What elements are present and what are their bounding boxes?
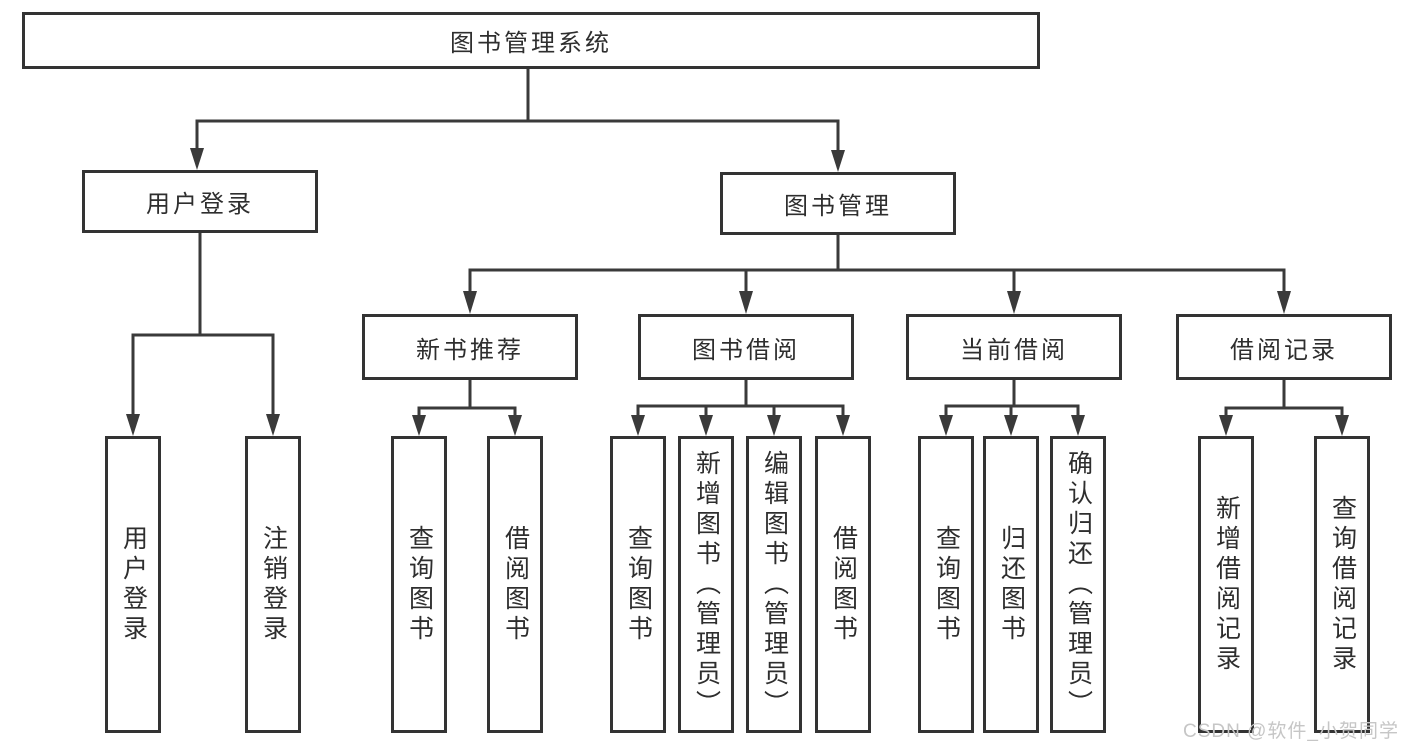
leaf-logout: 注销登录 <box>245 436 301 733</box>
node-book-management: 图书管理 <box>720 172 956 235</box>
leaf-query-books-recommend-label: 查询图书 <box>405 524 434 645</box>
connector-current-borrow-to-leaves <box>939 378 1085 436</box>
connector-book-management-to-level3 <box>463 233 1291 314</box>
leaf-user-login: 用户登录 <box>105 436 161 733</box>
node-book-management-label: 图书管理 <box>784 193 892 220</box>
leaf-borrow-books-recommend-label: 借阅图书 <box>501 524 530 645</box>
leaf-query-books-current: 查询图书 <box>918 436 974 733</box>
leaf-query-books-recommend: 查询图书 <box>391 436 447 733</box>
connector-new-book-recommend-to-leaves <box>412 378 522 436</box>
leaf-query-borrow-record: 查询借阅记录 <box>1314 436 1370 733</box>
leaf-return-books: 归还图书 <box>983 436 1039 733</box>
node-user-login-label: 用户登录 <box>146 191 254 218</box>
leaf-confirm-return-admin: 确认归还（管理员） <box>1050 436 1106 733</box>
node-library-system-label: 图书管理系统 <box>450 30 612 57</box>
connector-borrow-records-to-leaves <box>1219 378 1349 436</box>
leaf-confirm-return-admin-label: 确认归还（管理员） <box>1064 449 1093 720</box>
leaf-user-login-label: 用户登录 <box>119 524 148 645</box>
connector-book-borrow-to-leaves <box>631 378 850 436</box>
node-new-book-recommend-label: 新书推荐 <box>416 336 524 364</box>
leaf-borrow-books: 借阅图书 <box>815 436 871 733</box>
leaf-query-borrow-record-label: 查询借阅记录 <box>1328 494 1357 675</box>
leaf-add-borrow-record-label: 新增借阅记录 <box>1212 494 1241 675</box>
node-current-borrow: 当前借阅 <box>906 314 1122 380</box>
node-borrow-records-label: 借阅记录 <box>1230 336 1338 364</box>
leaf-query-books-borrow-label: 查询图书 <box>624 524 653 645</box>
node-book-borrow-label: 图书借阅 <box>692 336 800 364</box>
node-current-borrow-label: 当前借阅 <box>960 336 1068 364</box>
leaf-add-books-admin: 新增图书（管理员） <box>678 436 734 733</box>
node-library-system: 图书管理系统 <box>22 12 1040 69</box>
node-borrow-records: 借阅记录 <box>1176 314 1392 380</box>
node-new-book-recommend: 新书推荐 <box>362 314 578 380</box>
leaf-edit-books-admin-label: 编辑图书（管理员） <box>760 449 789 720</box>
leaf-logout-label: 注销登录 <box>259 524 288 645</box>
leaf-query-books-current-label: 查询图书 <box>932 524 961 645</box>
leaf-borrow-books-label: 借阅图书 <box>829 524 858 645</box>
node-book-borrow: 图书借阅 <box>638 314 854 380</box>
leaf-edit-books-admin: 编辑图书（管理员） <box>746 436 802 733</box>
leaf-return-books-label: 归还图书 <box>997 524 1026 645</box>
node-user-login: 用户登录 <box>82 170 318 233</box>
leaf-add-books-admin-label: 新增图书（管理员） <box>692 449 721 720</box>
leaf-query-books-borrow: 查询图书 <box>610 436 666 733</box>
leaf-add-borrow-record: 新增借阅记录 <box>1198 436 1254 733</box>
leaf-borrow-books-recommend: 借阅图书 <box>487 436 543 733</box>
connector-root-to-level2 <box>190 67 845 172</box>
csdn-watermark: CSDN @软件_小贺同学 <box>1183 721 1399 742</box>
connector-user-login-to-leaves <box>126 231 280 436</box>
